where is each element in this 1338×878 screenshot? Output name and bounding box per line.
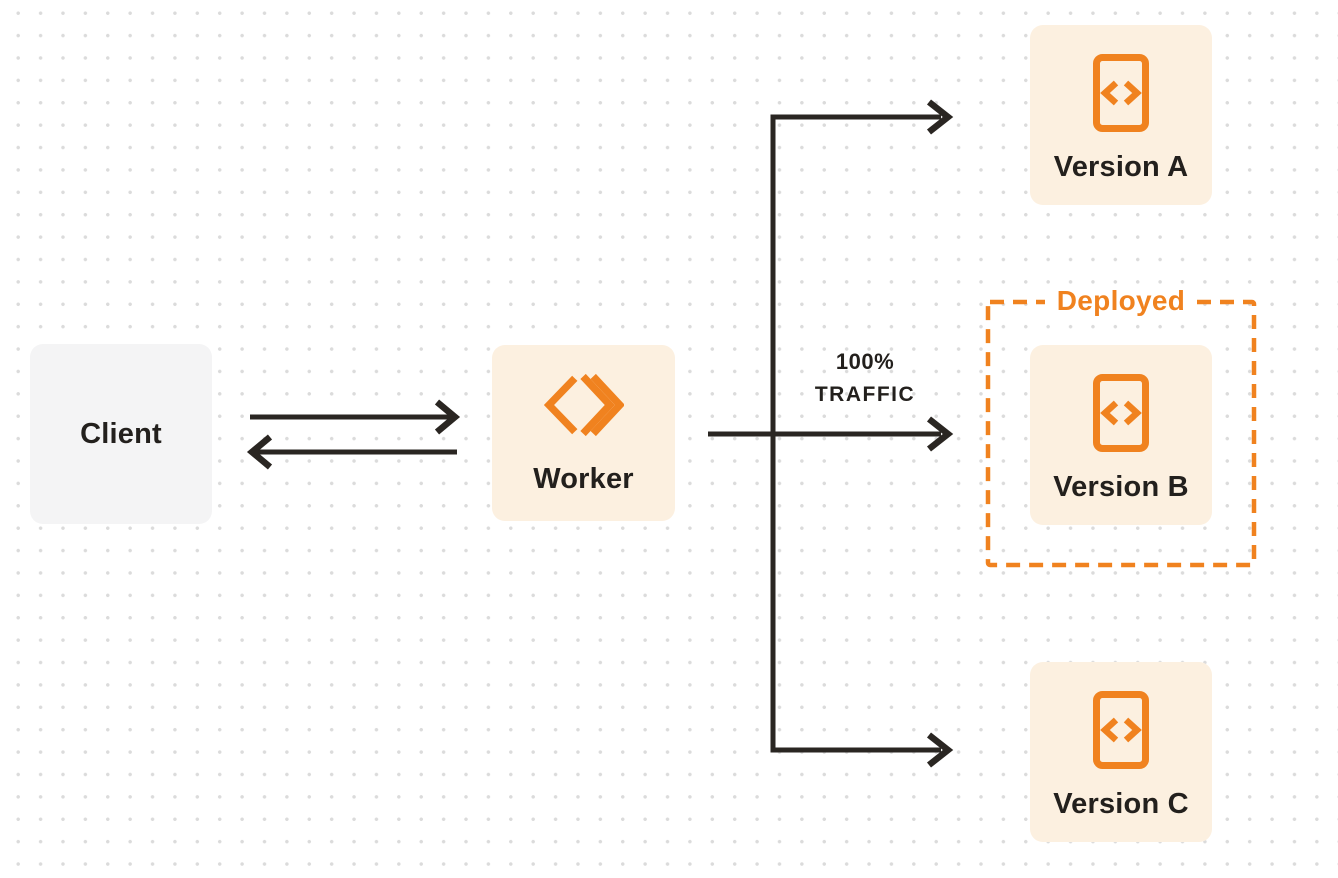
node-version-b: Version B [1030, 345, 1212, 525]
code-file-icon [1092, 53, 1150, 138]
code-file-icon [1092, 690, 1150, 775]
workers-logo-icon [543, 370, 625, 445]
node-client: Client [30, 344, 212, 524]
deployed-text: Deployed [1044, 285, 1198, 317]
code-file-icon [1092, 373, 1150, 458]
version-a-label: Version A [1053, 150, 1189, 183]
arrow-worker-to-client [246, 434, 457, 470]
version-c-label: Version C [1053, 787, 1189, 820]
arrow-branch-to-version-c [926, 732, 954, 768]
arrow-branch-to-version-a [926, 99, 954, 135]
traffic-percent-text: 100% [835, 349, 895, 374]
worker-label: Worker [533, 463, 634, 495]
traffic-annotation: 100% TRAFFIC [775, 350, 955, 407]
node-version-a: Version A [1030, 25, 1212, 205]
traffic-word-text: TRAFFIC [814, 383, 916, 406]
version-b-label: Version B [1053, 470, 1189, 503]
arrow-worker-to-version-b [708, 416, 954, 452]
node-worker: Worker [492, 345, 675, 521]
arrow-client-to-worker [250, 399, 461, 435]
deployed-boundary [985, 299, 1257, 568]
client-label: Client [80, 417, 162, 450]
node-version-c: Version C [1030, 662, 1212, 842]
deployed-annotation: Deployed [986, 285, 1256, 317]
